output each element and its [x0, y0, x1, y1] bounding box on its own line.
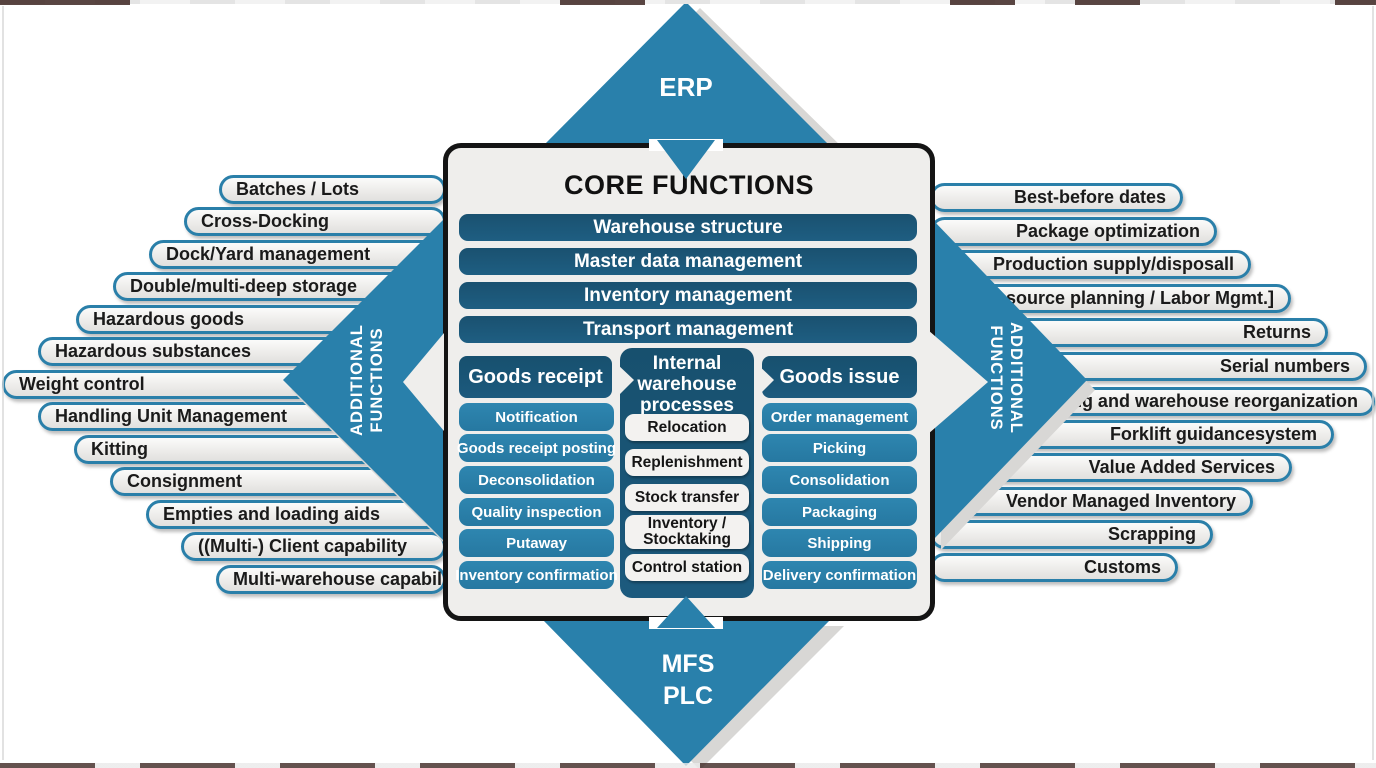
function-pill-label: Returns: [1242, 322, 1311, 342]
goods-issue-header: Goods issue: [762, 356, 917, 398]
function-pill-label: Handling Unit Management: [55, 406, 288, 426]
function-pill: Package optimization: [930, 217, 1217, 246]
goods-receipt-item: Notification: [459, 403, 614, 431]
core-bar: Transport management: [459, 316, 917, 343]
function-pill-label: ((Multi-) Client capability: [198, 536, 407, 556]
function-pill: Double/multi-deep storage: [113, 272, 446, 301]
function-pill-label: Production supply/disposall: [992, 254, 1234, 274]
function-pill-label: Cross-Docking: [201, 211, 330, 231]
function-pill-label: Consignment: [127, 471, 242, 491]
function-pill: Customs: [930, 553, 1178, 582]
video-artifact-bottom: [0, 763, 1376, 768]
function-pill-label: Multi-warehouse capability: [233, 569, 464, 589]
goods-issue-item: Shipping: [762, 529, 917, 557]
function-pill-label: Dock/Yard management: [166, 244, 371, 264]
function-pill: Scrapping: [930, 520, 1213, 549]
goods-issue-item: Packaging: [762, 498, 917, 526]
function-pill: Vendor Managed Inventory: [930, 487, 1253, 516]
function-pill-label: Vendor Managed Inventory: [1005, 491, 1236, 511]
goods-receipt-item: Deconsolidation: [459, 466, 614, 494]
video-artifact-right-line: [1372, 6, 1374, 760]
function-pill-label: Hazardous goods: [93, 309, 245, 329]
goods-issue-item: Delivery confirmation: [762, 561, 917, 589]
function-pill: Hazardous goods: [76, 305, 446, 334]
function-pill: Multi-warehouse capability: [216, 565, 463, 594]
function-pill-label: Empties and loading aids: [163, 504, 381, 524]
function-pill-label: Double/multi-deep storage: [130, 276, 358, 296]
video-artifact-left-line: [2, 6, 4, 760]
goods-issue-item: Consolidation: [762, 466, 917, 494]
core-bar: Master data management: [459, 248, 917, 275]
goods-issue-item: Picking: [762, 434, 917, 462]
function-pill-label: Weight control: [19, 374, 145, 394]
function-pill-label: Serial numbers: [1219, 356, 1350, 376]
video-artifact: [1075, 0, 1140, 5]
function-pill: Kitting: [74, 435, 446, 464]
function-pill-label: Hazardous substances: [55, 341, 252, 361]
function-pill: Batches / Lots: [219, 175, 446, 204]
video-artifact: [950, 0, 1015, 5]
goods-receipt-item: Quality inspection: [459, 498, 614, 526]
core-bar: Inventory management: [459, 282, 917, 309]
internal-process-item: Inventory / Stocktaking: [625, 515, 749, 549]
additional-functions-label-left: ADDITIONAL FUNCTIONS: [345, 295, 389, 465]
internal-processes-panel: Internal warehouse processes Relocation …: [620, 348, 754, 598]
erp-label: ERP: [659, 72, 713, 102]
function-pill: Production supply/disposall: [930, 250, 1251, 279]
vlabel-line: FUNCTIONS: [368, 327, 386, 433]
internal-processes-header: Internal warehouse processes: [637, 353, 737, 416]
core-functions-title: CORE FUNCTIONS: [564, 170, 814, 200]
function-pill: ((Multi-) Client capability: [181, 532, 446, 561]
internal-process-item: Replenishment: [625, 449, 749, 476]
goods-receipt-item: Inventory confirmation: [455, 561, 618, 589]
goods-receipt-item: Putaway: [459, 529, 614, 557]
function-pill: Best-before dates: [930, 183, 1183, 212]
function-pill: Empties and loading aids: [146, 500, 446, 529]
additional-functions-label-right: ADDITIONAL FUNCTIONS: [984, 293, 1028, 463]
function-pill: Consignment: [110, 467, 446, 496]
goods-receipt-item: Goods receipt posting: [457, 434, 616, 462]
vlabel-line: ADDITIONAL: [1007, 322, 1025, 434]
mfs-line: MFS: [661, 650, 715, 678]
function-pill-label: Customs: [1083, 557, 1161, 577]
plc-line: PLC: [663, 682, 713, 710]
video-artifact: [0, 0, 130, 5]
function-pill: Dock/Yard management: [149, 240, 446, 269]
vlabel-line: ADDITIONAL: [348, 324, 366, 436]
internal-process-item: Relocation: [625, 414, 749, 441]
goods-issue-item: Order management: [762, 403, 917, 431]
vlabel-line: FUNCTIONS: [987, 325, 1005, 431]
video-artifact: [560, 0, 645, 5]
function-pill-label: Forklift guidancesystem: [1109, 424, 1317, 444]
video-artifact-top: [0, 0, 1376, 4]
function-pill-label: Value Added Services: [1088, 457, 1275, 477]
internal-process-item: Stock transfer: [625, 484, 749, 511]
function-pill-label: Best-before dates: [1013, 187, 1166, 207]
function-pill-label: Batches / Lots: [236, 179, 360, 199]
mfs-plc-label: MFS PLC: [588, 648, 788, 712]
function-pill-label: Package optimization: [1015, 221, 1200, 241]
video-artifact: [1335, 0, 1376, 5]
function-pill-label: Scrapping: [1107, 524, 1196, 544]
function-pill-label: Slotting and warehouse reorganization: [1025, 391, 1358, 411]
goods-receipt-header: Goods receipt: [459, 356, 612, 398]
function-pill: Cross-Docking: [184, 207, 446, 236]
core-bar: Warehouse structure: [459, 214, 917, 241]
internal-process-item: Control station: [625, 554, 749, 581]
function-pill-label: Kitting: [91, 439, 148, 459]
